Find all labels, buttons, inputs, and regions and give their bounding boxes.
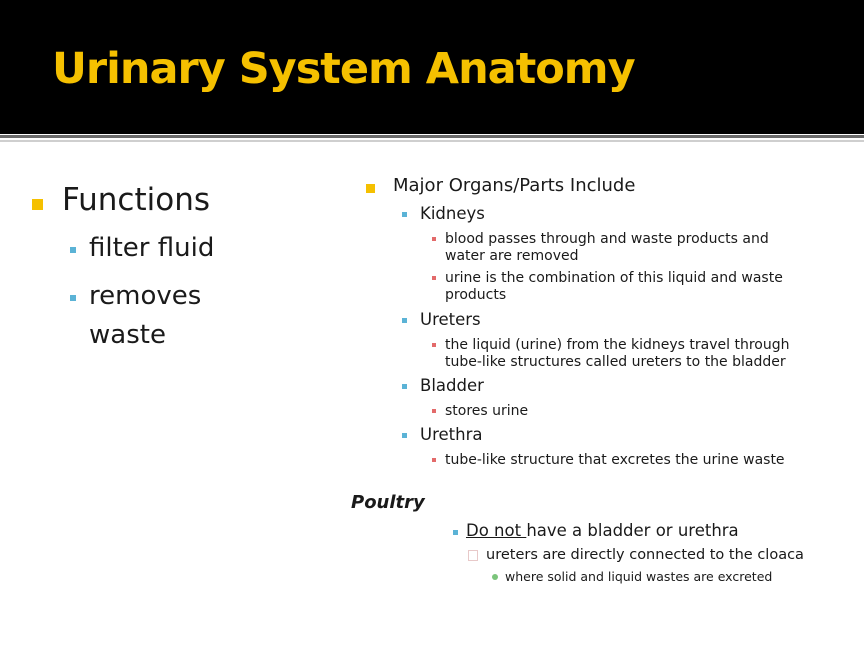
title-bar: Urinary System Anatomy	[0, 0, 864, 134]
bullet-square-icon	[70, 295, 76, 301]
kidneys-detail-2-line1: urine is the combination of this liquid …	[445, 270, 783, 286]
function-item-removes: removes	[89, 281, 202, 311]
ureters-detail-line1: the liquid (urine) from the kidneys trav…	[445, 337, 790, 353]
bullet-square-icon	[32, 199, 43, 210]
organ-bladder: Bladder	[420, 376, 484, 395]
organ-kidneys: Kidneys	[420, 204, 485, 223]
checkbox-bullet-icon	[468, 550, 478, 561]
bullet-square-icon	[432, 237, 436, 241]
function-item-filter: filter fluid	[89, 233, 215, 263]
kidneys-detail-1-line2: water are removed	[445, 248, 579, 264]
bullet-square-icon	[402, 318, 407, 323]
slide-title: Urinary System Anatomy	[52, 44, 636, 94]
urethra-detail: tube-like structure that excretes the ur…	[445, 452, 785, 468]
organ-ureters: Ureters	[420, 310, 481, 329]
organ-urethra: Urethra	[420, 425, 483, 444]
bullet-square-icon	[402, 212, 407, 217]
bullet-square-icon	[432, 409, 436, 413]
ureters-detail-line2: tube-like structures called ureters to t…	[445, 354, 786, 370]
bullet-square-icon	[402, 384, 407, 389]
bullet-square-icon	[70, 247, 76, 253]
poultry-sub-point: ureters are directly connected to the cl…	[486, 547, 804, 563]
poultry-point-emphasis: Do not	[466, 521, 527, 540]
dot-bullet-icon	[492, 574, 498, 580]
bullet-square-icon	[366, 184, 375, 193]
bullet-square-icon	[453, 530, 458, 535]
organs-heading: Major Organs/Parts Include	[393, 175, 636, 196]
divider-light	[0, 140, 864, 142]
kidneys-detail-2-line2: products	[445, 287, 507, 303]
divider-dark	[0, 135, 864, 138]
functions-heading: Functions	[62, 182, 211, 218]
function-item-waste: waste	[89, 320, 166, 350]
bullet-square-icon	[402, 433, 407, 438]
poultry-label: Poultry	[351, 492, 425, 513]
bullet-square-icon	[432, 458, 436, 462]
bladder-detail: stores urine	[445, 403, 529, 419]
bullet-square-icon	[432, 343, 436, 347]
bullet-square-icon	[432, 276, 436, 280]
poultry-sub-sub-point: where solid and liquid wastes are excret…	[505, 569, 773, 584]
kidneys-detail-1-line1: blood passes through and waste products …	[445, 231, 769, 247]
poultry-point-rest: have a bladder or urethra	[526, 521, 739, 540]
poultry-point: Do not have a bladder or urethra	[466, 521, 739, 540]
